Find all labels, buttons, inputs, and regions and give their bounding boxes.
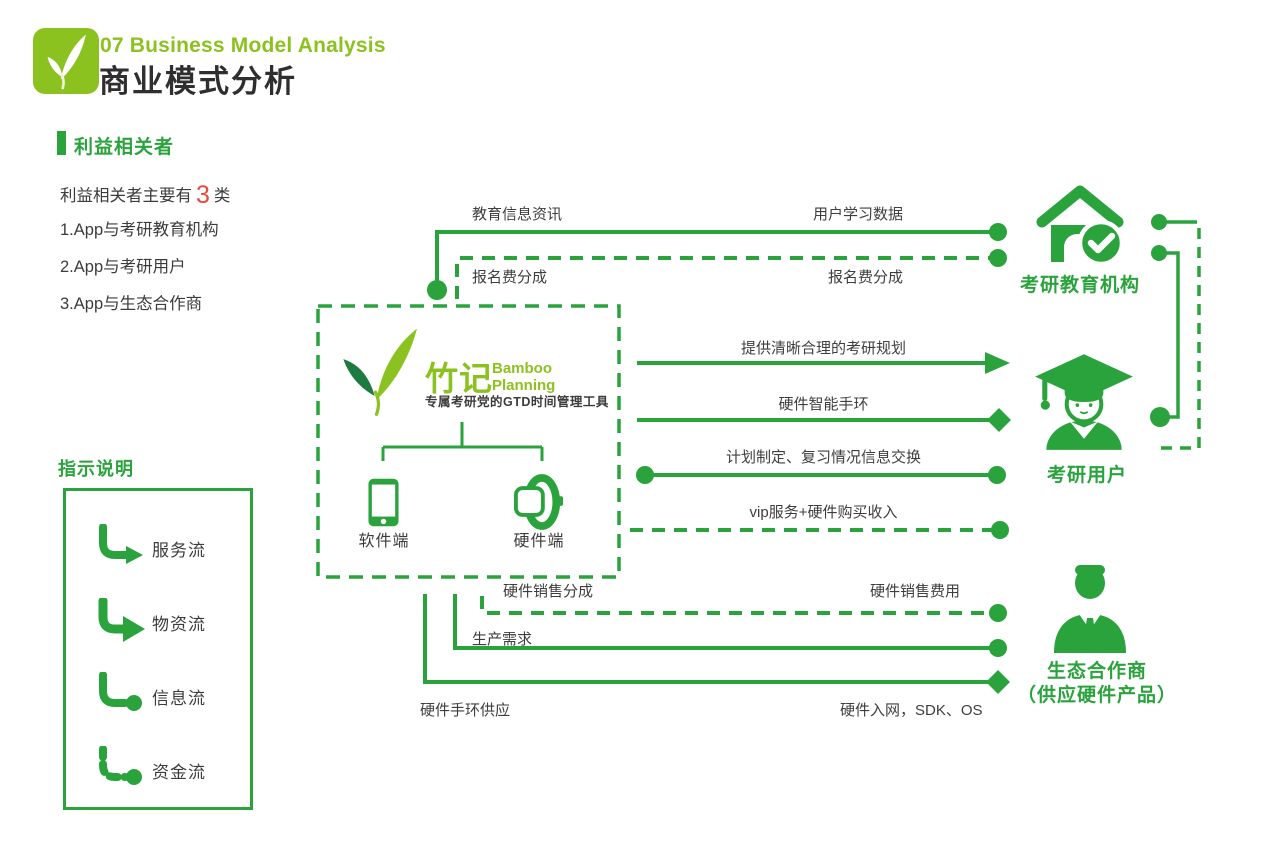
app-name-en: Bamboo Planning: [492, 360, 555, 394]
stakeholder-count: 3: [196, 181, 210, 209]
entity-label-partner: 生态合作商: [1046, 661, 1147, 682]
legend-label-material: 物资流: [152, 615, 206, 634]
app-tagline: 专属考研党的GTD时间管理工具: [425, 395, 609, 409]
stakeholder-item-2: 2.App与考研用户: [60, 258, 186, 276]
app-name-en-line2: Planning: [492, 377, 556, 394]
flow-label-registration-share-right: 报名费分成: [828, 269, 904, 286]
bamboo-leaf-icon: [343, 328, 417, 416]
phone-icon: [367, 477, 400, 528]
page-title-zh: 商业模式分析: [99, 64, 297, 99]
hardware-terminal-label: 硬件端: [513, 533, 565, 550]
legend-box: [63, 488, 253, 810]
app-name-zh: 竹记: [425, 360, 493, 397]
flow-label-hardware-sales-share: 硬件销售分成: [503, 583, 594, 600]
entity-label-education: 考研教育机构: [1019, 275, 1140, 296]
flow-label-band-supply: 硬件手环供应: [420, 702, 511, 719]
section-marker-bar: [57, 131, 66, 155]
service-flow-icon: [93, 524, 145, 570]
lead-suffix: 类: [213, 187, 231, 205]
flow-label-registration-share-left: 报名费分成: [472, 269, 548, 286]
legend-label-service: 服务流: [152, 541, 206, 560]
graduate-user-icon: [1028, 348, 1140, 450]
leaf-check-icon: [47, 34, 86, 90]
capital-flow-icon: [93, 746, 145, 792]
flow-label-network-sdk-os: 硬件入网，SDK、OS: [840, 702, 983, 719]
legend-label-capital: 资金流: [152, 763, 206, 782]
info-flow-icon: [93, 672, 145, 718]
education-institution-icon: [1030, 178, 1130, 270]
flow-label-vip-hardware-revenue: vip服务+硬件购买收入: [749, 504, 898, 521]
lead-prefix: 利益相关者主要有: [60, 187, 192, 205]
material-flow-icon: [93, 598, 145, 644]
flow-label-user-learning-data: 用户学习数据: [813, 206, 904, 223]
legend-label-info: 信息流: [152, 689, 206, 708]
flow-label-plan-review-exchange: 计划制定、复习情况信息交换: [725, 449, 921, 466]
stakeholder-item-1: 1.App与考研教育机构: [60, 221, 219, 239]
flow-label-hardware-sales-fee: 硬件销售费用: [870, 583, 961, 600]
software-terminal-label: 软件端: [358, 533, 410, 550]
app-logo: [336, 326, 428, 418]
page-title-en: 07 Business Model Analysis: [100, 34, 386, 57]
entity-sublabel-partner: （供应硬件产品）: [1016, 685, 1177, 706]
legend-title: 指示说明: [58, 459, 134, 479]
flow-label-smart-band: 硬件智能手环: [778, 396, 869, 413]
section-title: 利益相关者: [74, 137, 175, 158]
stakeholder-item-3: 3.App与生态合作商: [60, 295, 203, 313]
watch-icon: [514, 474, 564, 530]
flow-label-exam-planning: 提供清晰合理的考研规划: [740, 340, 906, 357]
eco-partner-icon: [1048, 563, 1132, 653]
app-name-en-line1: Bamboo: [492, 360, 552, 377]
flow-label-production-demand: 生产需求: [472, 631, 533, 648]
entity-label-user: 考研用户: [1046, 465, 1127, 486]
brand-logo: [33, 28, 99, 94]
flow-label-edu-info: 教育信息资讯: [472, 206, 563, 223]
